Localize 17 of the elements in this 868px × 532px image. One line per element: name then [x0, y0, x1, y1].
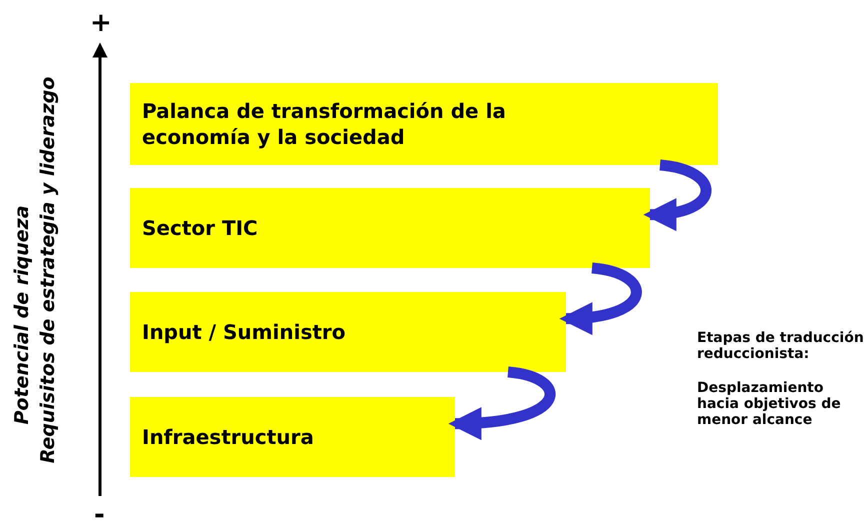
axis-label: Potencial de riqueza — [11, 205, 33, 425]
plus-sign: + — [90, 8, 112, 38]
stage-box — [130, 292, 566, 372]
stage-box — [130, 83, 718, 165]
minus-sign: - — [94, 500, 105, 530]
curved-arrow — [448, 366, 556, 440]
note-text: Etapas de traducción reduccionista: — [697, 330, 865, 362]
stage-box — [130, 397, 455, 477]
axis-label: Requisitos de estrategia y liderazgo — [37, 76, 59, 464]
stage-text: Sector TIC — [142, 215, 258, 241]
stage-text: Input / Suministro — [142, 319, 346, 345]
stage-text: Infraestructura — [142, 424, 314, 450]
stage-box — [130, 188, 650, 268]
note-text: Desplazamiento hacia objetivos de menor alcance — [697, 380, 842, 428]
stage-text: Palanca de transformación de la economía y la sociedad — [142, 98, 507, 150]
curved-arrow — [643, 160, 712, 230]
curved-arrow — [559, 262, 642, 334]
